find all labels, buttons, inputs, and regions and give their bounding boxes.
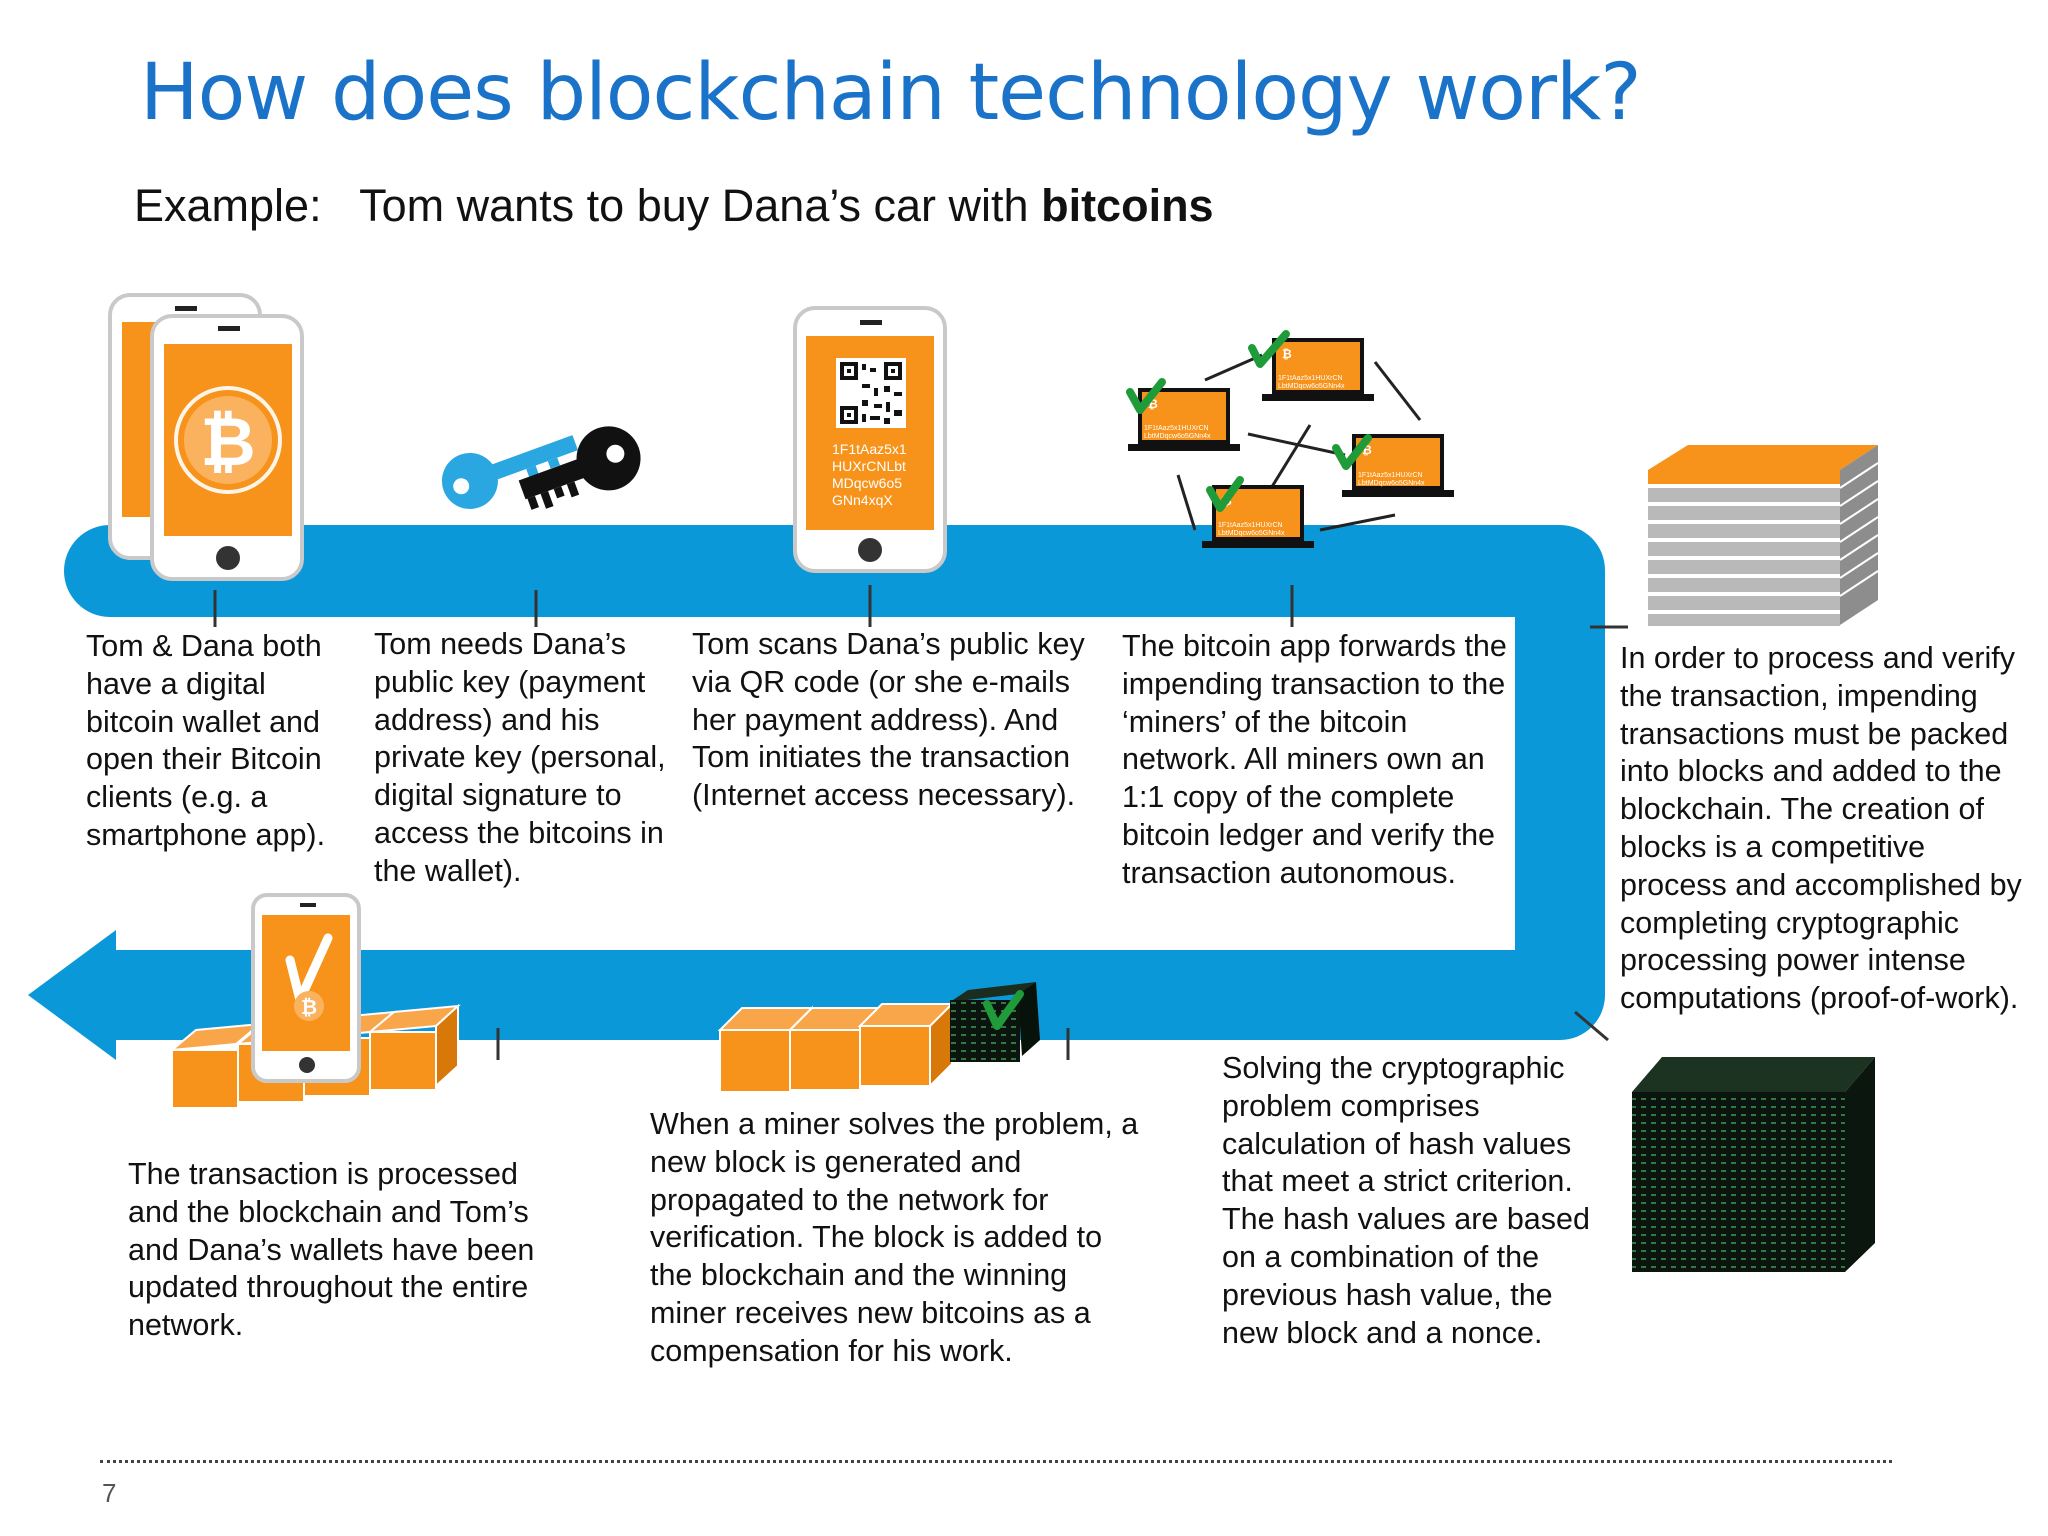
arrow-left-icon: [28, 930, 116, 1060]
step-7-text: When a miner solves the problem, a new b…: [650, 1107, 1139, 1368]
subtitle: Example: Tom wants to buy Dana’s car wit…: [134, 180, 1214, 232]
blockchain-icon: [717, 982, 1040, 1095]
connector-ticks: [213, 585, 1628, 1060]
qr-code-icon: [836, 358, 906, 428]
smartphone-icon: [793, 306, 947, 573]
page-number: 7: [102, 1478, 117, 1508]
step-5-text: In order to process and verify the trans…: [1620, 641, 2022, 1016]
laptop-address-line: LbtMDqcw6o5GNn4x: [1144, 433, 1211, 440]
step-6-text: Solving the cryptographic problem compri…: [1222, 1051, 1590, 1350]
smartphone-icon: ₿: [251, 893, 361, 1083]
svg-text:₿: ₿: [1148, 397, 1158, 411]
step-8-text: The transaction is processed and the blo…: [128, 1157, 535, 1343]
bitcoin-icon: ₿: [294, 991, 324, 1021]
step-3-text: Tom scans Dana’s public key via QR code …: [692, 627, 1085, 813]
laptop-address-line: 1F1tAaz5x1HUXrCN: [1144, 425, 1209, 432]
key-icon: [441, 426, 641, 510]
qr-phone: 1F1tAaz5x1 HUXrCNLbt MDqcw6o5 GNn4xqX: [793, 306, 947, 573]
block-stack-icon: [1648, 445, 1879, 626]
laptop-icon: [1262, 338, 1374, 401]
checkmark-icon: [983, 990, 1024, 1030]
step-4-text: The bitcoin app forwards the impending t…: [1122, 629, 1507, 890]
subtitle-prefix: Example:: [134, 180, 322, 231]
laptop-icon: [1128, 388, 1240, 451]
checkmark-icon: [1248, 330, 1290, 368]
hash-cube-icon: [1632, 1057, 1875, 1272]
laptop-address-line: LbtMDqcw6o5GNn4x: [1218, 530, 1285, 537]
bitcoin-icon: ₿: [174, 386, 282, 494]
phone-address-line: GNn4xqX: [832, 492, 893, 508]
laptop-address-line: 1F1tAaz5x1HUXrCN: [1278, 375, 1343, 382]
smartphone-icon: ₿: [150, 314, 304, 581]
wallet-phones: ₿: [108, 293, 304, 581]
laptop-icon: [1202, 485, 1314, 548]
step-1-text: Tom & Dana both have a digital bitcoin w…: [86, 629, 326, 852]
checkmark-icon: [1206, 476, 1244, 512]
checkmark-icon: [1126, 378, 1166, 414]
phone-address-line: HUXrCNLbt: [832, 458, 906, 474]
laptop-address-line: 1F1tAaz5x1HUXrCN: [1218, 522, 1283, 529]
laptop-address-line: LbtMDqcw6o5GNn4x: [1358, 480, 1425, 487]
subtitle-text: Tom wants to buy Dana’s car with: [359, 180, 1042, 231]
svg-text:₿: ₿: [301, 995, 317, 1019]
laptop-address-line: LbtMDqcw6o5GNn4x: [1278, 383, 1345, 390]
svg-text:₿: ₿: [200, 403, 255, 482]
phone-address-line: 1F1tAaz5x1: [832, 441, 907, 457]
step-2-text: Tom needs Dana’s public key (payment add…: [374, 627, 666, 888]
miner-network: 1F1tAaz5x1HUXrCN LbtMDqcw6o5GNn4x 1F1tAa…: [1126, 330, 1454, 548]
laptop-address-line: 1F1tAaz5x1HUXrCN: [1358, 472, 1423, 479]
svg-text:₿: ₿: [1362, 443, 1372, 457]
phone-address-line: MDqcw6o5: [832, 475, 902, 491]
svg-text:₿: ₿: [1282, 347, 1292, 361]
subtitle-emphasis: bitcoins: [1041, 180, 1214, 231]
page-title: How does blockchain technology work?: [140, 48, 1642, 138]
footer-divider: [100, 1460, 1892, 1463]
checkmark-icon: [1332, 434, 1372, 470]
